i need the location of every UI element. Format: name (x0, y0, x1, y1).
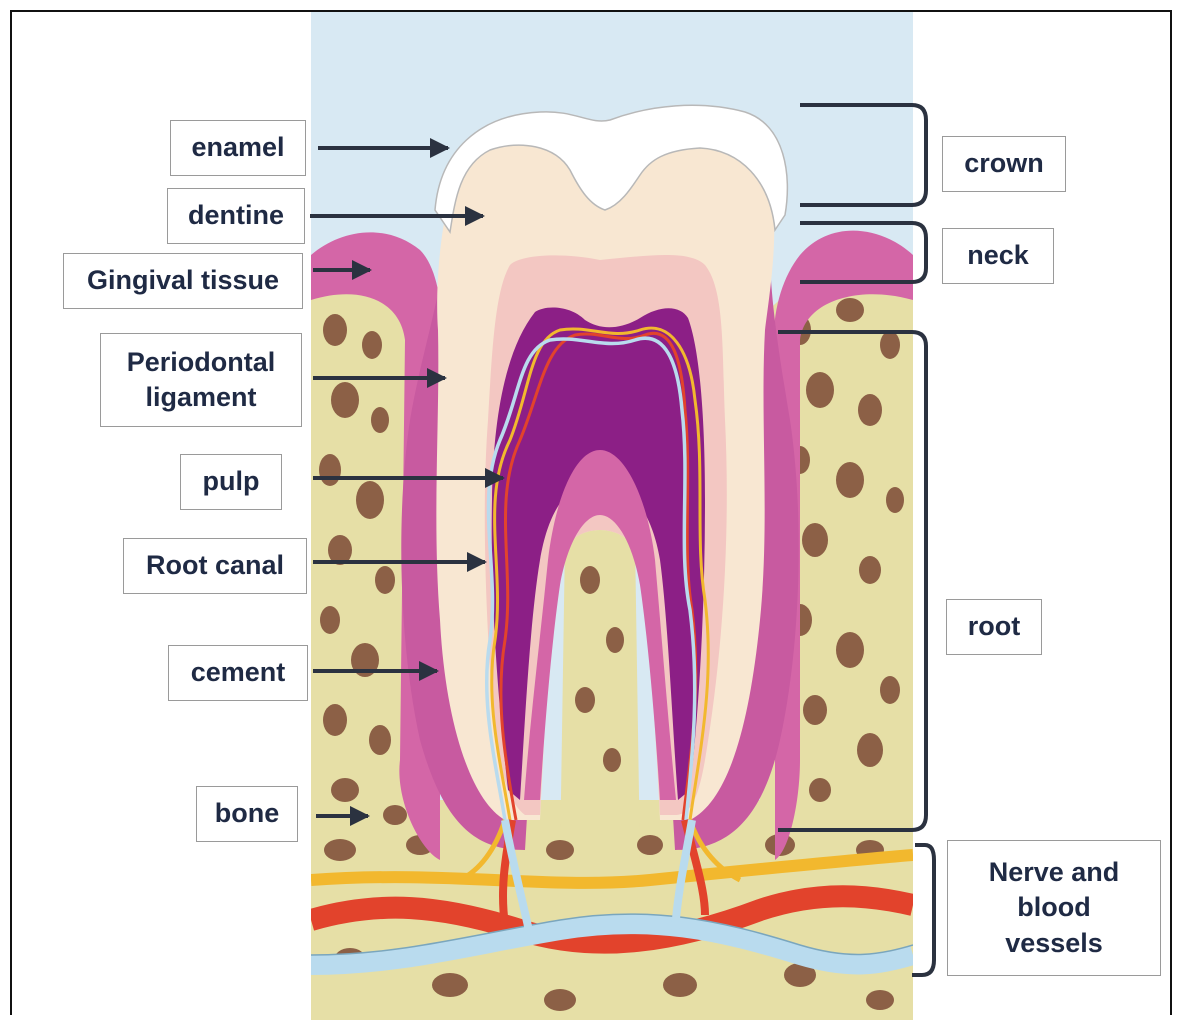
label-enamel-text: enamel (191, 130, 284, 165)
label-pulp-text: pulp (203, 464, 260, 499)
label-pulp: pulp (180, 454, 282, 510)
label-crown-text: crown (964, 146, 1044, 181)
label-nerve-text: Nerve and blood vessels (989, 855, 1120, 960)
label-gingival-tissue: Gingival tissue (63, 253, 303, 309)
label-bone: bone (196, 786, 298, 842)
label-dentine: dentine (167, 188, 305, 244)
label-enamel: enamel (170, 120, 306, 176)
label-periodontal-text: Periodontal ligament (127, 345, 276, 415)
bracket-nerve (912, 845, 934, 975)
label-root-text: root (968, 609, 1020, 644)
label-bone-text: bone (215, 796, 280, 831)
label-root: root (946, 599, 1042, 655)
label-neck-text: neck (967, 238, 1029, 273)
label-nerve-and-blood-vessels: Nerve and blood vessels (947, 840, 1161, 976)
label-crown: crown (942, 136, 1066, 192)
label-root-canal-text: Root canal (146, 548, 284, 583)
label-dentine-text: dentine (188, 198, 284, 233)
label-root-canal: Root canal (123, 538, 307, 594)
label-cement-text: cement (191, 655, 286, 690)
inter-root-bone (560, 510, 640, 860)
label-periodontal-ligament: Periodontal ligament (100, 333, 302, 427)
label-cement: cement (168, 645, 308, 701)
label-neck: neck (942, 228, 1054, 284)
label-gingival-text: Gingival tissue (87, 263, 279, 298)
